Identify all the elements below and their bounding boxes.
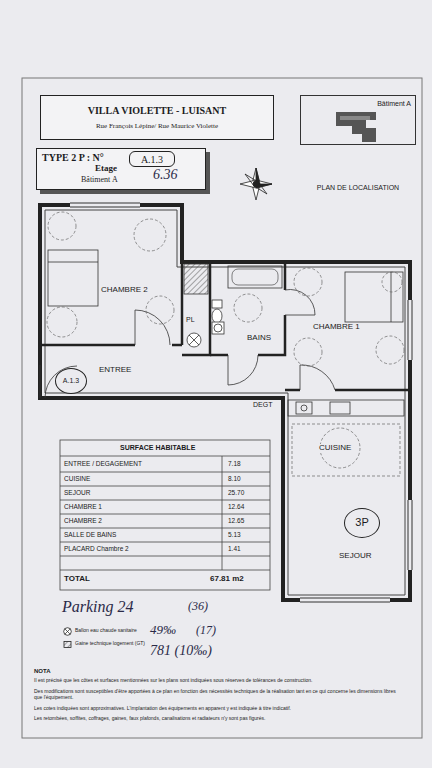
table-cell: CHAMBRE 2 [64, 517, 102, 524]
table-cell: CHAMBRE 1 [64, 503, 102, 510]
table-cell: 67.81 m2 [210, 575, 244, 584]
table-cell: SALLE DE BAINS [64, 531, 116, 538]
table-cell: SEJOUR [64, 489, 90, 496]
table-cell: 12.65 [228, 517, 244, 524]
table-cell: 12.64 [228, 503, 244, 510]
room-label: CUISINE [318, 444, 352, 453]
table-cell: 1.41 [228, 545, 241, 552]
node-text: 3P [345, 516, 379, 528]
node-text: A.1.3 [130, 154, 174, 165]
legend-symbol [63, 627, 72, 636]
note-text: Des modifications sont susceptibles d'êt… [34, 689, 404, 700]
note-text: Il est précisé que les côtes et surfaces… [34, 678, 404, 684]
node-text: 6.36 [153, 167, 178, 182]
node-text: Bâtiment A [377, 100, 411, 108]
legend-symbol [63, 640, 72, 649]
table-cell: CUISINE [64, 475, 90, 482]
type-circle: 3P [344, 508, 380, 538]
handwritten-note: (36) [188, 600, 208, 613]
note-text: Les retombées, soffites, coffrages, gain… [34, 716, 404, 722]
table-cell: PLACARD Chambre 2 [64, 545, 129, 552]
legend-text: Gaine technique logement (GT) [75, 641, 145, 647]
room-label: CHAMBRE 1 [312, 323, 361, 332]
node-text: Etage [95, 164, 117, 174]
table-cell: 25.70 [228, 489, 244, 496]
table-cell: SURFACE HABITABLE [120, 444, 195, 452]
table-cell: 8.10 [228, 475, 241, 482]
node-text: Rue François Lépine/ Rue Maurice Violett… [41, 123, 273, 131]
node-text: Bâtiment A [81, 176, 118, 185]
note-text: Les cotes indiquées sont approximatives.… [34, 706, 404, 712]
room-label: ENTREE [98, 366, 132, 375]
handwritten-note: Parking 24 [62, 598, 134, 616]
note-heading: NOTA [34, 668, 51, 675]
node-text: A.1.3 [56, 377, 86, 385]
legend-text: Ballon eau chaude sanitaire [75, 628, 137, 634]
node-text: TYPE 2 P : N° [42, 152, 104, 163]
location-plan-box: Bâtiment APLAN DE LOCALISATION [300, 95, 416, 145]
handwritten-note: 781 (10‰) [150, 643, 212, 658]
node-text: VILLA VIOLETTE - LUISANT [41, 105, 273, 116]
entrance-circle: A.1.3 [55, 368, 87, 394]
handwritten-note: 49‰ [150, 623, 176, 637]
room-label: DEGT [252, 401, 273, 409]
type-box: TYPE 2 P : N°EtageBâtiment A 6.36 A.1.3 [36, 148, 206, 190]
room-label: BAINS [246, 334, 272, 343]
node-text: PLAN DE LOCALISATION [301, 184, 415, 192]
room-label: PL [185, 316, 196, 324]
title-box: VILLA VIOLETTE - LUISANT Rue François Lép… [40, 95, 274, 140]
handwritten-note: (17) [196, 624, 216, 637]
room-label: SEJOUR [338, 552, 372, 561]
apartment-number-box: A.1.3 [129, 151, 175, 167]
table-cell: ENTREE / DEGAGEMENT [64, 460, 142, 467]
room-label: CHAMBRE 2 [100, 286, 149, 295]
table-cell: 7.18 [228, 460, 241, 467]
table-cell: TOTAL [64, 575, 90, 584]
table-cell: 5.13 [228, 531, 241, 538]
